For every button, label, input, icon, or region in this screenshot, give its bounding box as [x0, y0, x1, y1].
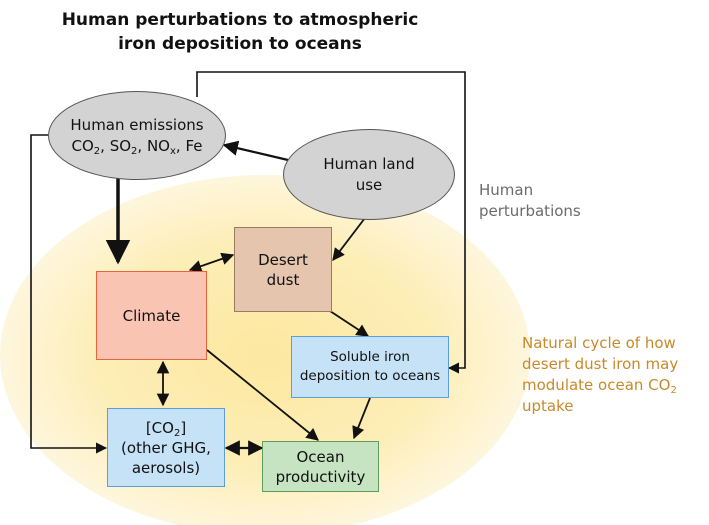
arrow-dust-climate	[188, 252, 235, 273]
ocean-productivity-line-2: productivity	[275, 467, 366, 486]
arrow-iron-to-ocean	[352, 397, 371, 440]
human-perturbations-label: Human perturbations	[479, 180, 581, 222]
title-line-1: Human perturbations to atmospheric	[61, 10, 419, 30]
title-line-2: iron deposition to oceans	[118, 34, 362, 54]
natural-cycle-line-4: uptake	[522, 397, 574, 415]
arrow-emissions-to-co2-loop	[30, 134, 108, 454]
natural-cycle-line-1: Natural cycle of how	[522, 334, 676, 352]
co2-line-3: aerosols)	[131, 458, 201, 477]
ocean-productivity-node: Ocean productivity	[262, 441, 379, 492]
climate-label: Climate	[122, 306, 181, 325]
arrow-landuse-to-dust	[332, 213, 369, 262]
human-perturbations-line-2: perturbations	[479, 202, 581, 220]
natural-cycle-line-3: modulate ocean CO2	[522, 376, 677, 396]
human-emissions-species: CO2, SO2, NOx, Fe	[71, 136, 203, 157]
ocean-productivity-line-1: Ocean	[296, 447, 345, 466]
arrow-climate-to-ocean	[206, 349, 319, 441]
diagram-title: Human perturbations to atmospheric iron …	[40, 8, 440, 56]
human-land-use-node: Human land use	[283, 129, 455, 220]
arrow-landuse-to-emissions	[222, 140, 289, 162]
desert-dust-line-1: Desert	[258, 250, 308, 269]
arrow-dust-to-soluble-iron	[329, 310, 370, 337]
climate-node: Climate	[96, 271, 207, 360]
human-land-use-line-1: Human land	[323, 154, 415, 173]
co2-node: [CO2] (other GHG, aerosols)	[107, 408, 225, 487]
soluble-iron-line-2: deposition to oceans	[299, 368, 441, 384]
human-perturbations-line-1: Human	[479, 181, 534, 199]
arrow-emissions-to-soluble-iron-loop	[196, 71, 466, 374]
human-land-use-line-2: use	[355, 175, 383, 194]
natural-cycle-line-2: desert dust iron may	[522, 355, 679, 373]
human-emissions-title: Human emissions	[70, 115, 204, 134]
desert-dust-node: Desert dust	[234, 227, 332, 312]
co2-line-1: [CO2]	[145, 418, 187, 439]
co2-line-2: (other GHG,	[121, 438, 211, 457]
human-emissions-node: Human emissions CO2, SO2, NOx, Fe	[48, 91, 226, 180]
desert-dust-line-2: dust	[266, 270, 300, 289]
natural-cycle-label: Natural cycle of how desert dust iron ma…	[522, 333, 678, 417]
soluble-iron-line-1: Soluble iron	[330, 349, 410, 365]
soluble-iron-node: Soluble iron deposition to oceans	[291, 336, 449, 398]
